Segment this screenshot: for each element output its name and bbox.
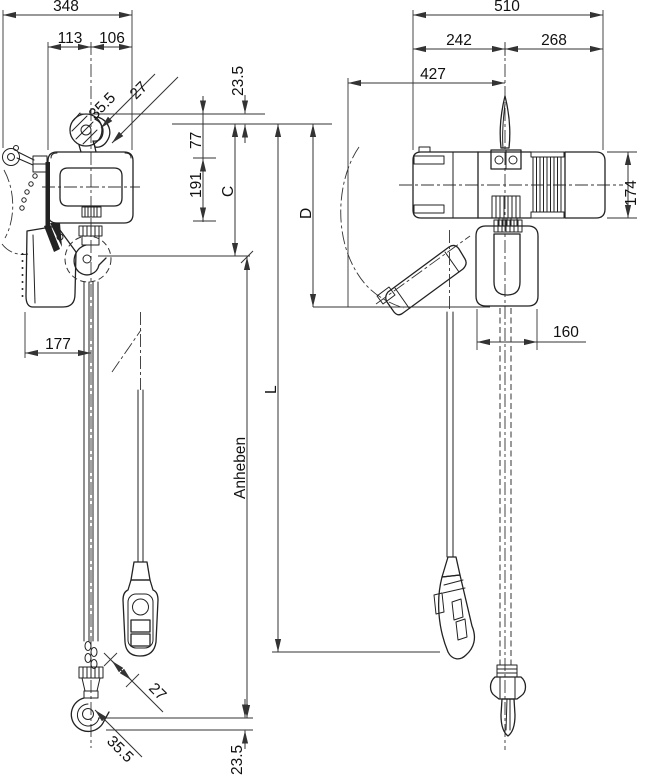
dimensions-vertical: C Anheben L D [220, 124, 317, 718]
dimensions-right: 510 242 268 427 174 160 [347, 0, 640, 350]
dim-174-label: 174 [623, 180, 640, 206]
dim-113-label: 113 [58, 30, 83, 47]
dim-106-label: 106 [99, 30, 125, 47]
dim-bottom-23-5-label: 23.5 [229, 745, 246, 775]
chain-bag-front [21, 225, 77, 308]
dim-bottom-27-label: 27 [145, 680, 169, 704]
reference-lines [80, 113, 490, 731]
dim-top-23-5-label: 23.5 [230, 66, 247, 96]
bottom-hook-raised [56, 225, 112, 283]
dim-77-label: 77 [188, 132, 205, 149]
dimensions-left: 348 113 106 35.5 27 23.5 77 191 177 27 [2, 0, 249, 775]
dim-510-label: 510 [494, 0, 520, 15]
dim-D-label: D [298, 208, 315, 219]
pendant-control-front [122, 561, 159, 657]
dim-bottom-35-5-label: 35.5 [103, 733, 136, 766]
label-anheben: Anheben [232, 437, 249, 499]
bottom-hook-side [489, 308, 527, 737]
top-hook-front [69, 112, 111, 153]
dim-160-label: 160 [553, 324, 579, 341]
top-hook-side [490, 95, 522, 170]
pendant-side [433, 230, 476, 660]
bottom-hook-lowered [70, 641, 110, 733]
dim-242-label: 242 [446, 32, 472, 49]
hook-block-side [475, 217, 539, 307]
dim-L-label: L [263, 385, 280, 394]
right-view [340, 95, 606, 737]
chain-end-ring [1, 145, 48, 255]
chain-fall-front [83, 281, 99, 642]
pendant-cable-front [111, 312, 144, 563]
dim-177-label: 177 [45, 336, 71, 353]
dim-348-label: 348 [53, 0, 79, 15]
chain-bag-phantom-side [340, 146, 471, 316]
hoist-body-side [412, 146, 606, 233]
dim-191-label: 191 [188, 172, 205, 198]
dim-427-label: 427 [420, 66, 446, 83]
dim-C-label: C [220, 186, 237, 197]
left-view [1, 112, 159, 733]
centerlines [42, 42, 623, 750]
dim-268-label: 268 [541, 32, 567, 49]
